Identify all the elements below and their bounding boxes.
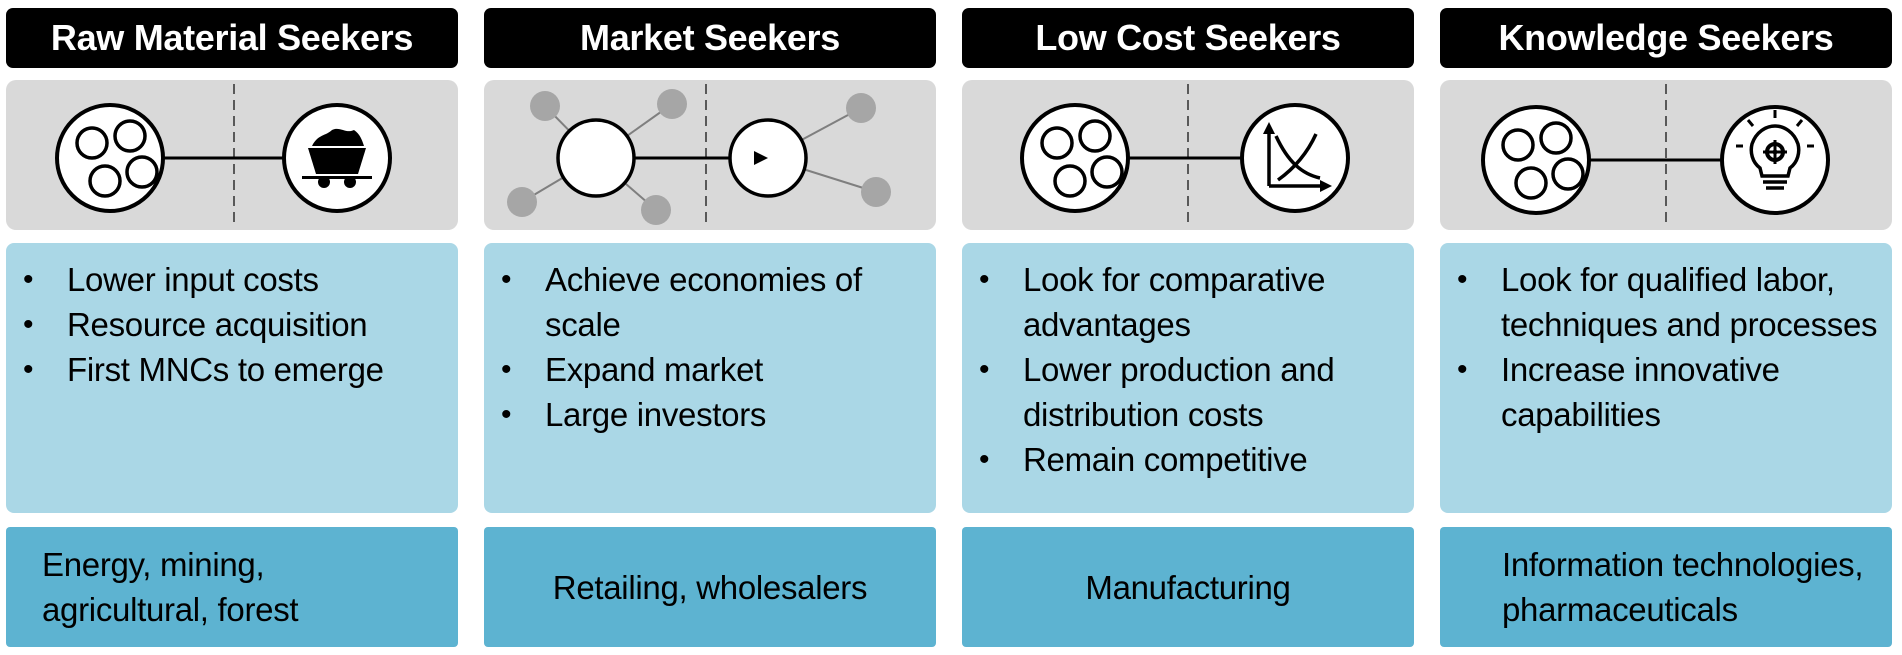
bullet-panel: Look for comparative advantages Lower pr…	[962, 243, 1414, 513]
network-node-icon	[728, 93, 891, 207]
mine-cart-icon	[282, 103, 392, 213]
column-title: Market Seekers	[484, 8, 936, 68]
sector-panel: Information technologies, pharmaceutical…	[1440, 527, 1892, 647]
graphic-svg	[1020, 84, 1350, 226]
sector-text: Manufacturing	[1085, 568, 1291, 606]
sector-text: Retailing, wholesalers	[552, 568, 868, 606]
graphic-svg	[55, 84, 392, 226]
bullet-item: Expand market	[498, 347, 924, 392]
sector-panel: Manufacturing	[962, 527, 1414, 647]
graphic-svg	[507, 84, 891, 226]
column-graphic	[6, 80, 458, 230]
bullet-item: Remain competitive	[976, 437, 1402, 482]
column-graphic	[962, 80, 1414, 230]
column-graphic	[484, 80, 936, 230]
column-graphic	[1440, 80, 1892, 230]
cost-curve-chart-icon	[1240, 103, 1350, 213]
bullet-panel: Achieve economies of scale Expand market…	[484, 243, 936, 513]
sector-text: Information technologies, pharmaceutical…	[1502, 546, 1864, 628]
bullet-item: Achieve economies of scale	[498, 257, 924, 347]
column-title: Knowledge Seekers	[1440, 8, 1892, 68]
bullet-item: Increase innovative capabilities	[1454, 347, 1880, 437]
four-circles-icon	[1020, 103, 1130, 213]
bullet-item: Resource acquisition	[20, 302, 446, 347]
sector-panel: Retailing, wholesalers	[484, 527, 936, 647]
sector-text: Energy, mining, agricultural, forest	[42, 546, 299, 628]
bullet-item: Lower production and distribution costs	[976, 347, 1402, 437]
bullet-panel: Lower input costs Resource acquisition F…	[6, 243, 458, 513]
bullet-item: Lower input costs	[20, 257, 446, 302]
column-market-seekers: Market Seekers	[484, 0, 936, 655]
bullet-item: Look for qualified labor, techniques and…	[1454, 257, 1880, 347]
lightbulb-gear-icon	[1720, 105, 1830, 215]
column-knowledge-seekers: Knowledge Seekers	[1440, 0, 1892, 655]
bullet-item: Look for comparative advantages	[976, 257, 1402, 347]
column-low-cost-seekers: Low Cost Seekers	[962, 0, 1414, 655]
bullet-item: First MNCs to emerge	[20, 347, 446, 392]
bullet-item: Large investors	[498, 392, 924, 437]
bullet-panel: Look for qualified labor, techniques and…	[1440, 243, 1892, 513]
column-title: Low Cost Seekers	[962, 8, 1414, 68]
four-circles-icon	[1481, 105, 1591, 215]
sector-panel: Energy, mining, agricultural, forest	[6, 527, 458, 647]
four-circles-icon	[55, 103, 165, 213]
graphic-svg	[1481, 84, 1830, 226]
column-title: Raw Material Seekers	[6, 8, 458, 68]
column-raw-material-seekers: Raw Material Seekers	[6, 0, 458, 655]
